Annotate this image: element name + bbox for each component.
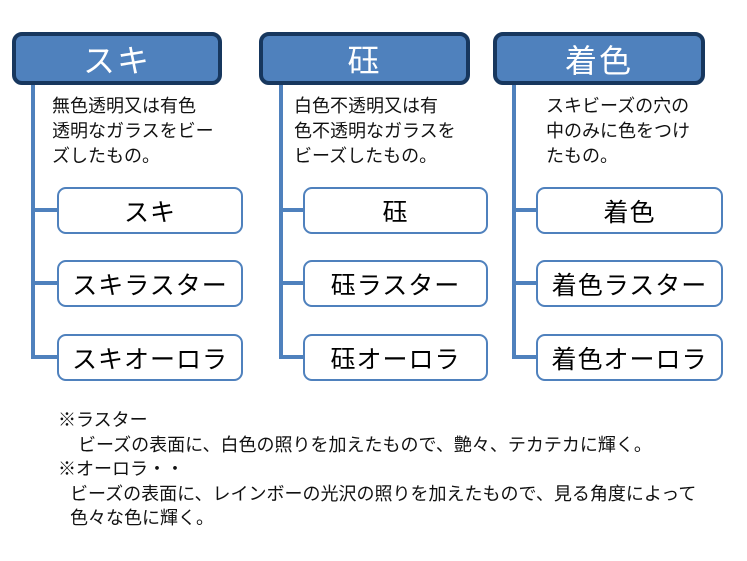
child-box-label: スキラスター xyxy=(72,271,228,300)
connector-stub xyxy=(31,355,59,359)
child-box-suki: スキ xyxy=(57,187,243,234)
footnote-luster-body: ビーズの表面に、白色の照りを加えたもので、艶々、テカテカに輝く。 xyxy=(78,435,652,455)
category-header-box-gyoku: 砡 xyxy=(259,32,470,85)
child-box-label: スキ xyxy=(123,198,176,227)
connector-stub xyxy=(31,281,59,285)
child-box-label: 着色ラスター xyxy=(551,271,708,300)
category-header-label: 着色 xyxy=(564,42,633,79)
connector-stub xyxy=(279,355,305,359)
connector-stub xyxy=(279,208,305,212)
child-box-gyoku-aurora: 砡オーロラ xyxy=(303,334,488,381)
category-header-label: スキ xyxy=(82,42,151,79)
connector-stub xyxy=(512,208,538,212)
child-box-label: スキオーロラ xyxy=(71,345,228,374)
footnote-luster-title: ※ラスター xyxy=(58,410,148,430)
child-box-chakushoku-aurora: 着色オーロラ xyxy=(536,334,723,381)
connector-stub xyxy=(512,281,538,285)
child-box-suki-luster: スキラスター xyxy=(57,260,243,307)
footnote-aurora-body-line2: 色々な色に輝く。 xyxy=(70,508,214,528)
child-box-suki-aurora: スキオーロラ xyxy=(57,334,243,381)
connector-vertical-line xyxy=(279,85,283,359)
child-box-label: 砡 xyxy=(382,198,409,227)
category-header-box-chakushoku: 着色 xyxy=(493,32,705,85)
child-box-chakushoku-luster: 着色ラスター xyxy=(536,260,723,307)
child-box-label: 着色オーロラ xyxy=(551,345,708,374)
category-description-gyoku: 白色不透明又は有 色不透明なガラスを ビーズしたもの。 xyxy=(294,96,456,166)
footnote-aurora-body-line1: ビーズの表面に、レインボーの光沢の照りを加えたもので、見る角度によって xyxy=(70,484,697,504)
connector-vertical-line xyxy=(512,85,516,359)
connector-stub xyxy=(31,208,59,212)
footnote-aurora-title: ※オーロラ・・ xyxy=(58,459,184,479)
connector-stub xyxy=(512,355,538,359)
child-box-gyoku: 砡 xyxy=(303,187,488,234)
category-header-box-suki: スキ xyxy=(12,32,222,85)
connector-stub xyxy=(279,281,305,285)
child-box-label: 砡オーロラ xyxy=(330,345,461,374)
child-box-gyoku-luster: 砡ラスター xyxy=(303,260,488,307)
category-description-suki: 無色透明又は有色 透明なガラスをビー ズしたもの。 xyxy=(52,96,214,166)
connector-vertical-line xyxy=(31,85,35,359)
category-header-label: 砡 xyxy=(347,42,382,79)
child-box-chakushoku: 着色 xyxy=(536,187,723,234)
category-description-chakushoku: スキビーズの穴の 中のみに色をつけ たもの。 xyxy=(546,96,690,166)
child-box-label: 砡ラスター xyxy=(330,271,461,300)
child-box-label: 着色 xyxy=(603,198,656,227)
